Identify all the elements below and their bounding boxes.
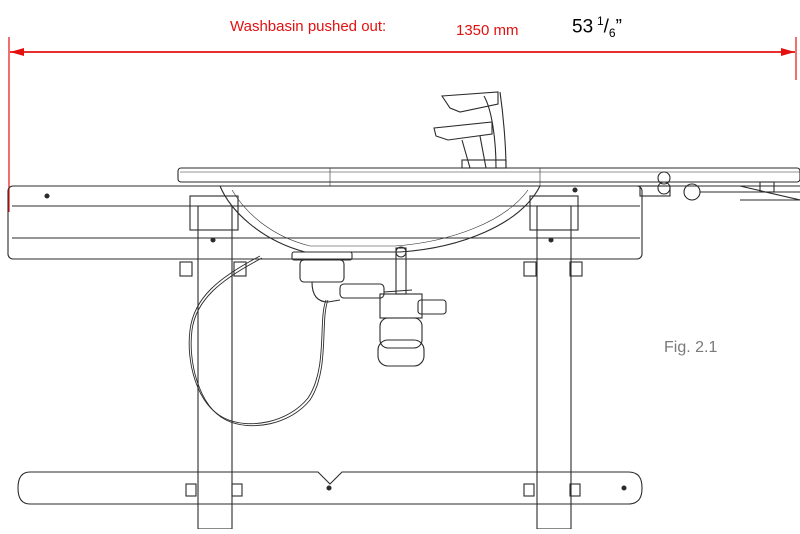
basin-bowl — [219, 185, 541, 261]
imperial-whole: 53 — [572, 16, 594, 38]
dimension-imperial: 53 1/6” — [572, 14, 622, 41]
inch-mark: ” — [615, 16, 622, 38]
frame-legs — [179, 195, 583, 530]
hoses — [188, 255, 329, 427]
faucet — [433, 91, 507, 169]
imperial-numerator: 1 — [596, 14, 604, 28]
slide-mechanism — [639, 171, 800, 201]
countertop — [177, 167, 800, 201]
imperial-denominator: 6 — [608, 26, 616, 41]
dimension-arrow — [8, 37, 797, 212]
figure-caption: Fig. 2.1 — [664, 339, 718, 356]
drain-siphon — [299, 246, 447, 367]
dimension-label: Washbasin pushed out: — [230, 18, 387, 35]
wall-rail — [7, 185, 643, 260]
bottom-crossbar — [17, 471, 643, 505]
dimension-metric: 1350 mm — [456, 22, 519, 39]
